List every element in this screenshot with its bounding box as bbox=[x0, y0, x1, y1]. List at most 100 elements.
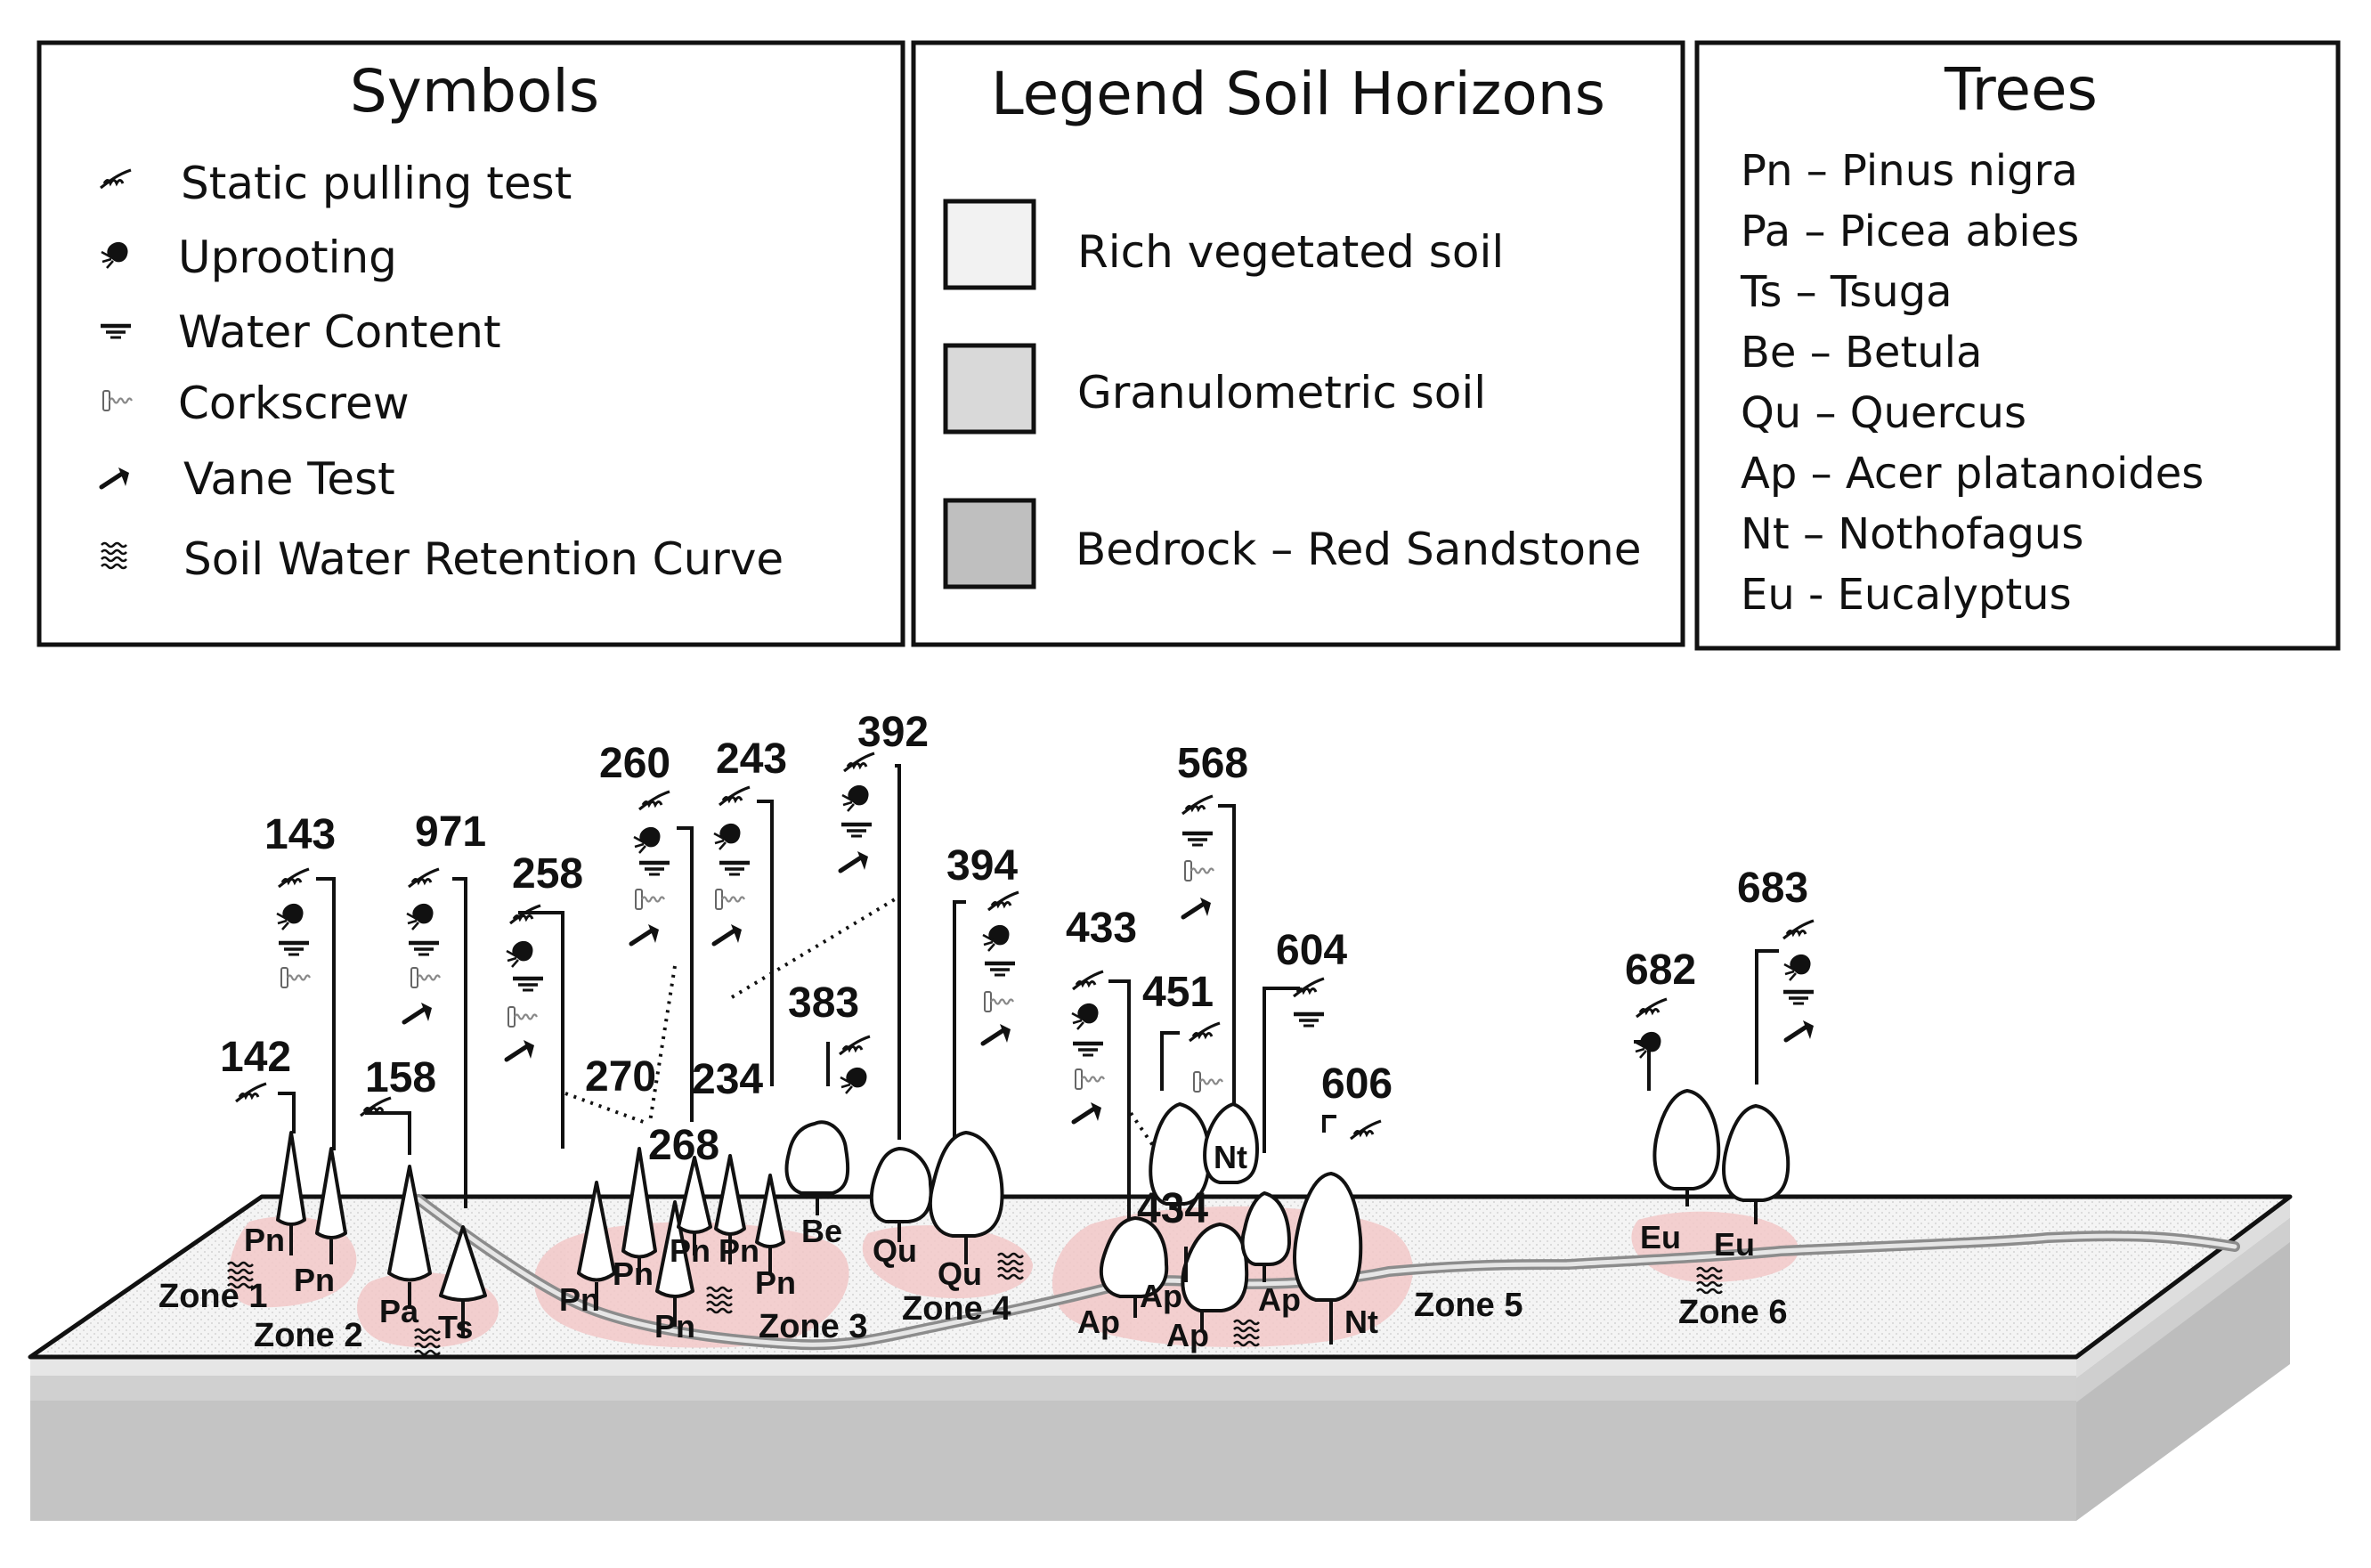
tree-legend-item: Pn – Pinus nigra bbox=[1741, 146, 2078, 196]
rich-vegetated-soil-swatch bbox=[943, 199, 1036, 290]
site-number: 158 bbox=[365, 1054, 436, 1101]
site-number: 383 bbox=[788, 979, 859, 1027]
zone-labels: Zone 1 Zone 2 Zone 3 Zone 4 Zone 5 Zone … bbox=[158, 1278, 1787, 1354]
site-number: 604 bbox=[1276, 927, 1347, 974]
tree-legend-item: Ts – Tsuga bbox=[1740, 267, 1953, 317]
soil-legend-title: Legend Soil Horizons bbox=[991, 60, 1605, 128]
tree-legend-item: Eu - Eucalyptus bbox=[1741, 570, 2072, 620]
tree-tag: Ap bbox=[1140, 1278, 1182, 1314]
tree-tag: Pn bbox=[719, 1232, 759, 1269]
tree-tag: Be bbox=[801, 1213, 842, 1249]
conifer-tree bbox=[387, 1165, 432, 1282]
tree-tag: Pn bbox=[755, 1264, 796, 1301]
symbols-title: Symbols bbox=[350, 57, 599, 126]
tree-tag: Qu bbox=[873, 1232, 917, 1269]
site-number: 268 bbox=[648, 1122, 719, 1169]
tree-tag: Nt bbox=[1344, 1304, 1378, 1340]
site-number: 243 bbox=[716, 735, 787, 783]
site-number: 434 bbox=[1137, 1185, 1208, 1232]
tree-tag: Pn bbox=[294, 1262, 335, 1298]
symbol-label: Corkscrew bbox=[178, 378, 410, 429]
tree-tag: Nt bbox=[1214, 1139, 1247, 1175]
topsoil-front-band bbox=[30, 1357, 2076, 1376]
tree-tag: Pn bbox=[670, 1232, 710, 1269]
site-number: 568 bbox=[1177, 740, 1248, 787]
broadleaf-tree bbox=[929, 1131, 1004, 1238]
broadleaf-tree bbox=[1099, 1216, 1169, 1298]
tree-tag: Pn bbox=[559, 1281, 600, 1318]
test-site-433-icons bbox=[1070, 970, 1104, 1122]
conifer-tree bbox=[621, 1147, 657, 1259]
test-site-683-icons bbox=[1783, 919, 1814, 1040]
symbols-box: Symbols Static pulling test Uprooting Wa… bbox=[37, 40, 905, 647]
soil-legend-label: Granulometric soil bbox=[1077, 367, 1486, 418]
symbol-label: Static pulling test bbox=[181, 158, 572, 209]
zone-label: Zone 3 bbox=[759, 1308, 867, 1345]
broadleaf-tree bbox=[1722, 1104, 1790, 1202]
site-number: 394 bbox=[946, 842, 1018, 890]
zone-patch bbox=[862, 1225, 1033, 1299]
symbol-label: Soil Water Retention Curve bbox=[183, 533, 784, 585]
tree-tag: Ts bbox=[438, 1309, 473, 1345]
soil-legend-label: Bedrock – Red Sandstone bbox=[1076, 524, 1641, 575]
broadleaf-tree bbox=[1149, 1102, 1212, 1206]
test-site-383-icons bbox=[838, 1035, 872, 1095]
trees bbox=[276, 1089, 1790, 1345]
broadleaf-tree bbox=[784, 1120, 850, 1195]
zone-label: Zone 4 bbox=[902, 1290, 1011, 1328]
test-site-258-icons bbox=[507, 904, 543, 1060]
site-number: 682 bbox=[1625, 946, 1696, 994]
test-site-604-icons bbox=[1294, 977, 1324, 1026]
conifer-tree bbox=[315, 1147, 347, 1239]
zone-patch bbox=[228, 1215, 357, 1308]
tree-tag: Pn bbox=[613, 1255, 654, 1292]
test-site-poles bbox=[278, 764, 1779, 1248]
site-number: 971 bbox=[415, 808, 486, 856]
granulometric-front-band bbox=[30, 1376, 2076, 1401]
trees-box: Trees Pn – Pinus nigra Pa – Picea abies … bbox=[1694, 40, 2341, 651]
symbol-label: Uprooting bbox=[178, 232, 397, 283]
test-site-392-icons bbox=[840, 752, 876, 871]
site-number: 234 bbox=[692, 1056, 763, 1103]
broadleaf-tree bbox=[869, 1147, 933, 1223]
bedrock-swatch bbox=[943, 498, 1036, 589]
site-numbers: 142 143 158 971 258 260 243 270 234 268 … bbox=[220, 709, 1808, 1232]
site-number: 451 bbox=[1142, 969, 1214, 1016]
test-site-243-icons bbox=[714, 785, 750, 944]
tree-legend-item: Nt – Nothofagus bbox=[1741, 509, 2083, 559]
trees-title: Trees bbox=[1944, 55, 2098, 124]
tree-tag: Pa bbox=[379, 1293, 419, 1329]
tree-tag: Ap bbox=[1166, 1317, 1209, 1353]
broadleaf-tree bbox=[1203, 1102, 1259, 1184]
zone-label: Zone 6 bbox=[1678, 1294, 1787, 1331]
conifer-tree bbox=[276, 1131, 306, 1226]
bedrock-front-face bbox=[30, 1401, 2076, 1521]
test-site-142-icons bbox=[234, 1082, 268, 1103]
symbol-label: Vane Test bbox=[183, 453, 395, 505]
tree-tag: Eu bbox=[1714, 1226, 1755, 1263]
site-number: 392 bbox=[857, 709, 929, 756]
site-number: 142 bbox=[220, 1034, 291, 1081]
site-number: 270 bbox=[585, 1053, 656, 1101]
tree-tag: Pn bbox=[654, 1308, 695, 1345]
zone-label: Zone 2 bbox=[254, 1317, 362, 1354]
test-site-568-icons bbox=[1182, 794, 1214, 917]
broadleaf-tree bbox=[1652, 1089, 1721, 1190]
tree-tag: Eu bbox=[1640, 1219, 1681, 1255]
site-number: 683 bbox=[1737, 865, 1808, 912]
site-number: 143 bbox=[264, 811, 336, 858]
tree-legend-item: Pa – Picea abies bbox=[1741, 207, 2079, 256]
symbol-label: Water Content bbox=[178, 306, 501, 358]
site-number: 606 bbox=[1321, 1060, 1393, 1108]
broadleaf-tree bbox=[1293, 1172, 1363, 1302]
symbols-list: Static pulling test Uprooting Water Cont… bbox=[101, 158, 784, 585]
tree-legend-item: Be – Betula bbox=[1741, 328, 1982, 378]
soil-horizons-legend-box: Legend Soil Horizons Rich vegetated soil… bbox=[911, 40, 1685, 647]
site-number: 258 bbox=[512, 850, 583, 898]
zone-label: Zone 5 bbox=[1414, 1287, 1522, 1324]
test-site-143-icons bbox=[275, 867, 310, 989]
tree-tag: Pn bbox=[244, 1222, 285, 1258]
tree-legend-item: Ap – Acer platanoides bbox=[1741, 449, 2204, 499]
side-band-mid bbox=[2076, 1218, 2290, 1402]
